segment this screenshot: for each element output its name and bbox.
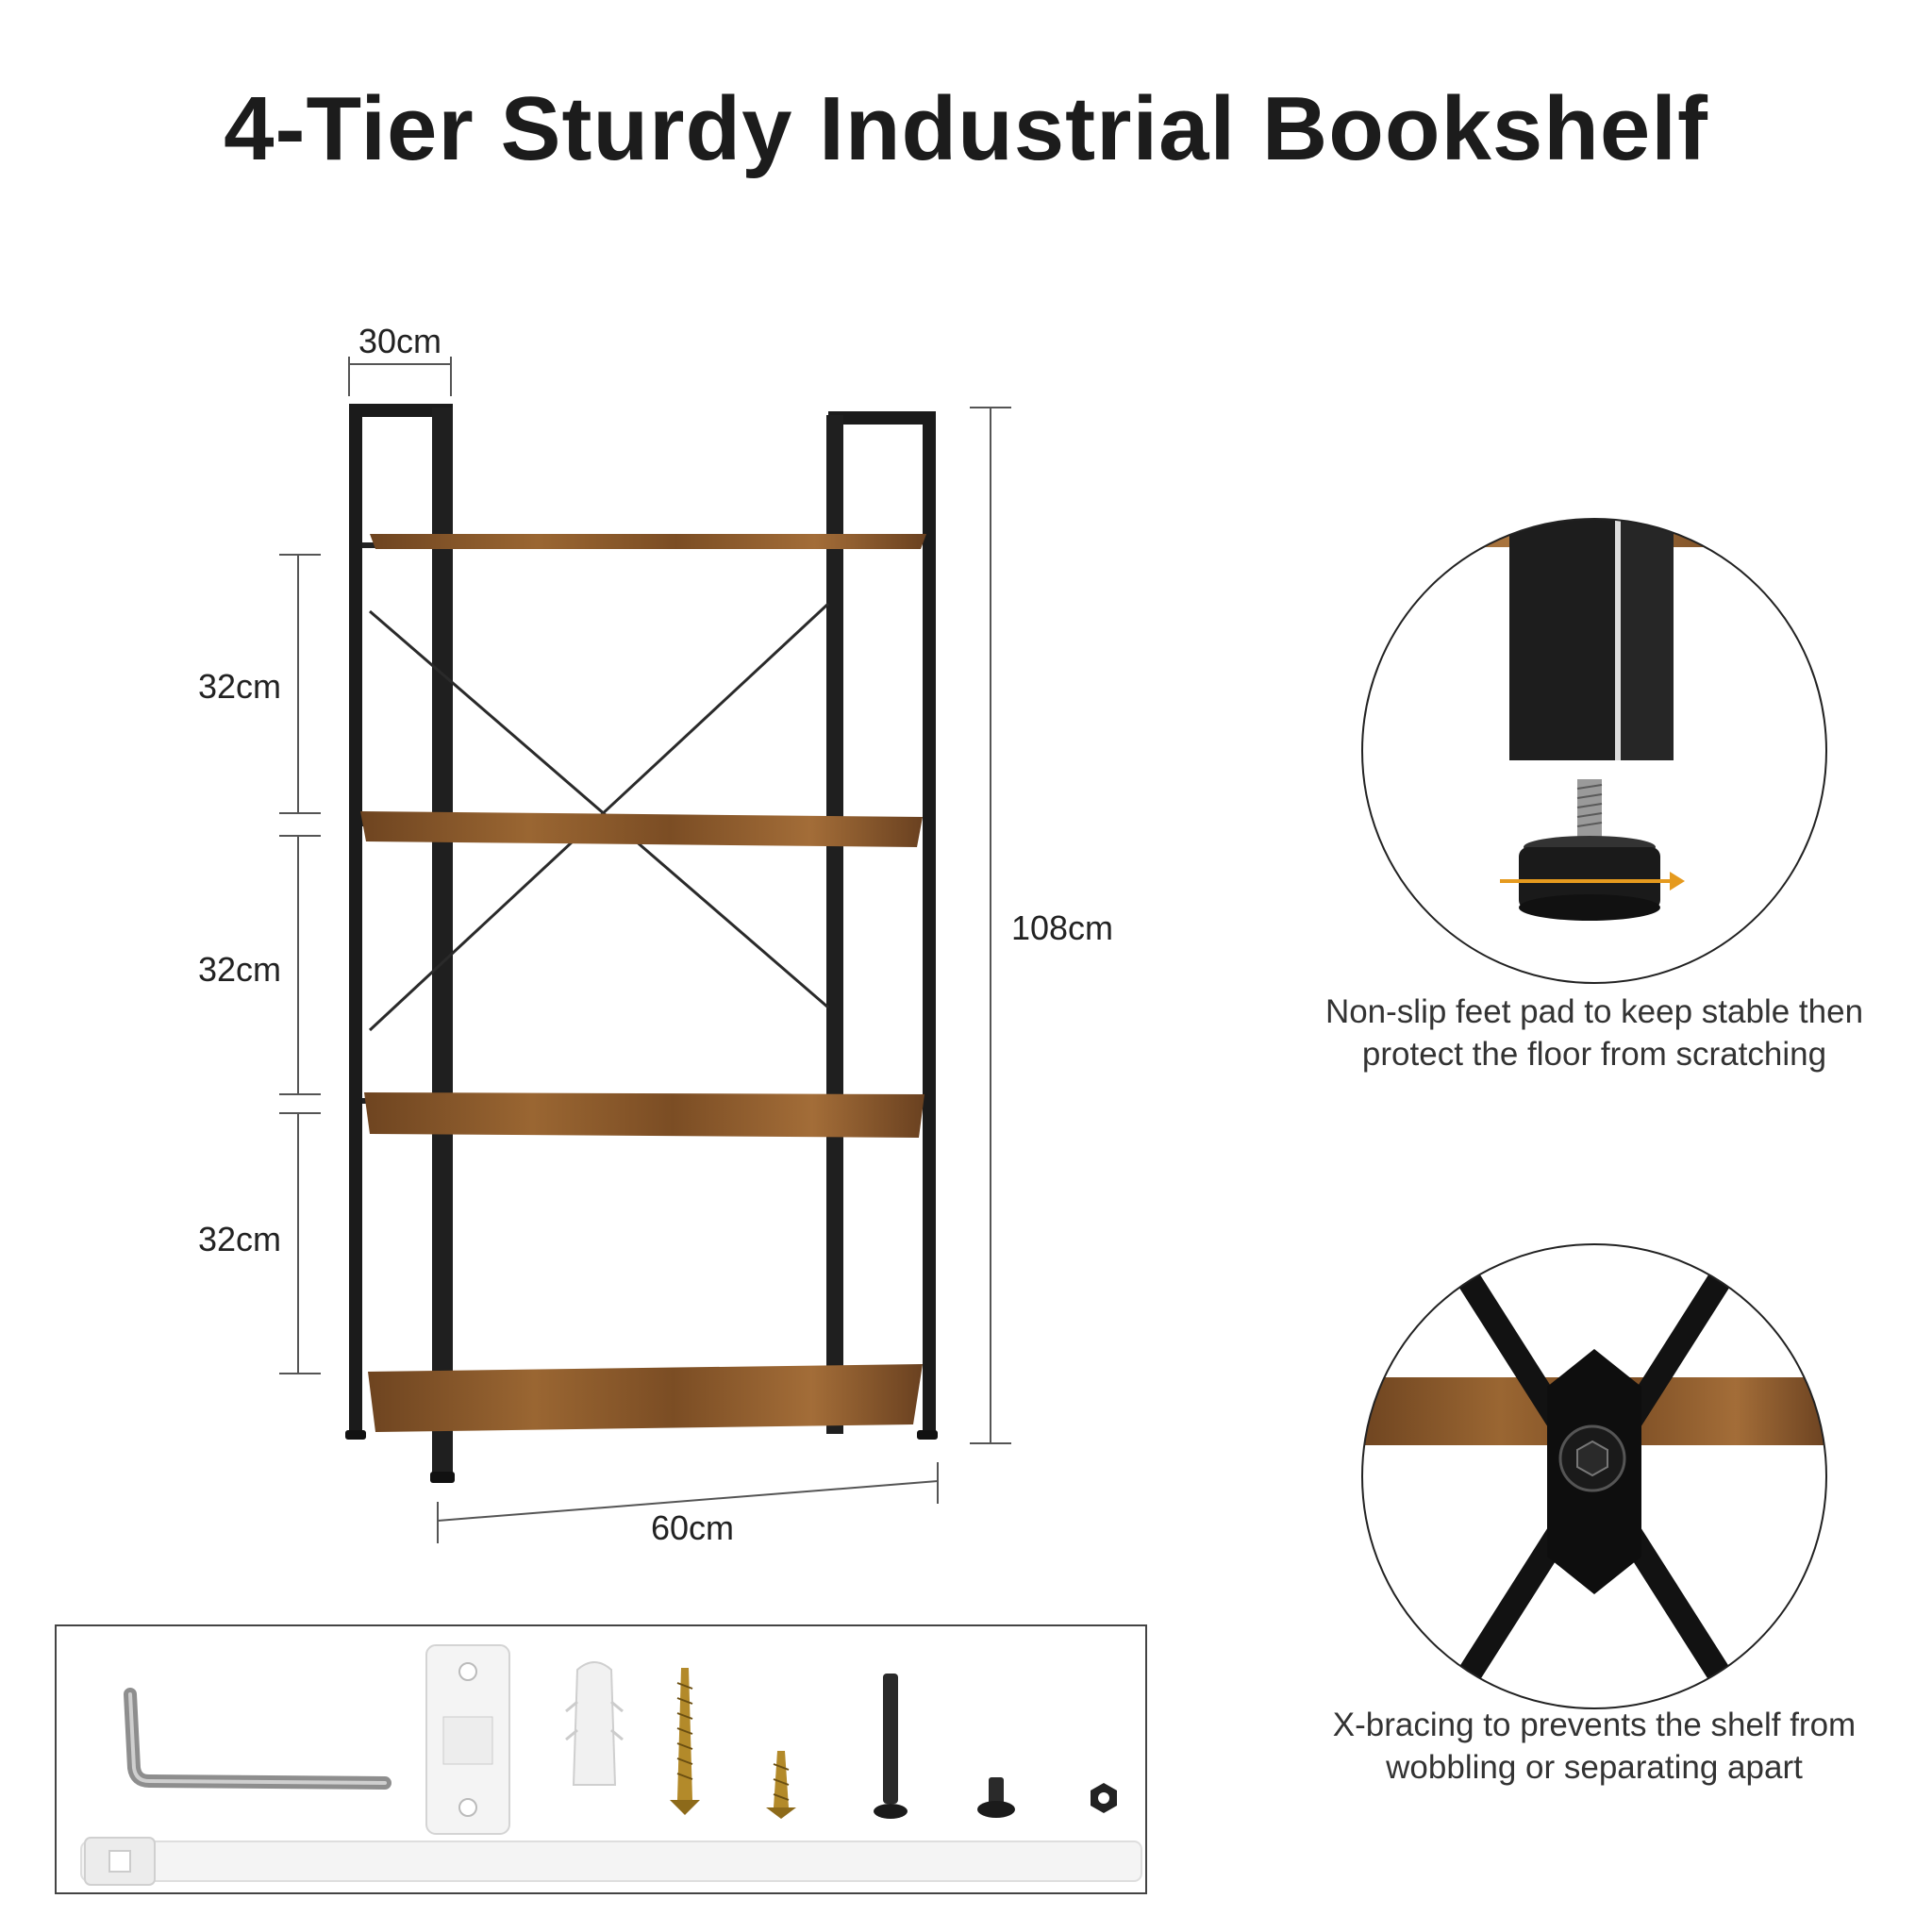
height-label: 108cm: [1011, 908, 1113, 947]
bolt-icon: [874, 1674, 908, 1819]
front-left-post: [432, 408, 453, 1475]
shelf-3: [364, 1092, 924, 1138]
x-brace: [369, 609, 829, 1009]
long-wood-screw-icon: [670, 1668, 700, 1815]
depth-label: 30cm: [358, 322, 441, 360]
allen-key-icon: [124, 1688, 391, 1790]
wall-bracket-icon: [425, 1644, 510, 1835]
back-left-post: [349, 408, 362, 1436]
width-label: 60cm: [651, 1508, 734, 1547]
short-bolt-icon: [977, 1777, 1015, 1818]
shelf-4: [368, 1364, 923, 1432]
page-title: 4-Tier Sturdy Industrial Bookshelf: [224, 78, 1708, 179]
hex-nut-icon: [1091, 1783, 1117, 1813]
hardware-kit-panel: [55, 1624, 1147, 1894]
feature-caption-feet: Non-slip feet pad to keep stable then pr…: [1324, 993, 1864, 1073]
bookshelf: [345, 404, 938, 1483]
front-right-post: [826, 415, 843, 1434]
wall-anchor-icon: [565, 1661, 624, 1786]
short-wood-screw-icon: [766, 1751, 796, 1819]
shelf-2: [360, 811, 923, 847]
tier-top-label: 32cm: [198, 667, 281, 706]
dimension-lines: [279, 357, 1011, 1543]
feature-caption-bracing: X-bracing to prevents the shelf from wob…: [1332, 1707, 1857, 1786]
tier-middle-label: 32cm: [198, 950, 281, 989]
back-right-post: [923, 413, 936, 1432]
x-bracing-icon: [1361, 1243, 1827, 1709]
tier-bottom-label: 32cm: [198, 1220, 281, 1258]
anti-tip-strap-icon: [80, 1837, 1142, 1886]
adjustable-foot-icon: [1361, 518, 1827, 984]
shelf-1: [370, 534, 926, 549]
